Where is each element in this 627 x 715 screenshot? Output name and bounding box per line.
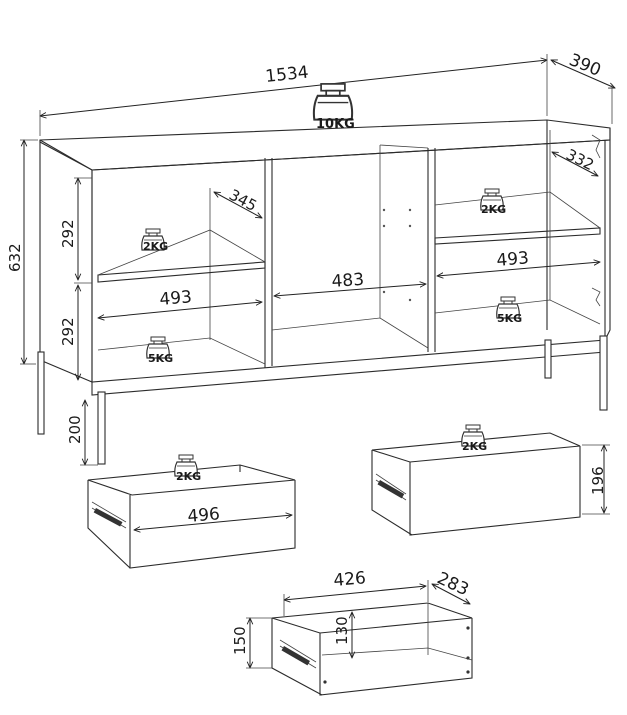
inner-middle-width-label: 483 (331, 270, 365, 292)
drawer-box (271, 602, 473, 696)
width-label: 1534 (264, 63, 309, 87)
drawer-right (371, 432, 581, 536)
weight-shelf-left-label: 2KG (143, 240, 168, 253)
drawer-right-height-label: 196 (589, 466, 607, 495)
leg-height-label: 200 (66, 415, 84, 444)
compartment-upper-label: 292 (59, 219, 77, 248)
drawer-small-inner-height-label: 130 (333, 616, 351, 645)
drawer-left-width-label: 496 (187, 504, 221, 527)
weight-shelf-right-label: 2KG (481, 203, 506, 216)
side-depth-left-label: 345 (226, 186, 260, 215)
weight-drawer-left-label: 2KG (176, 470, 201, 483)
weight-bottom-left-label: 5KG (148, 352, 173, 365)
dimension-lines (20, 54, 615, 465)
drawer-small-width-label: 426 (333, 568, 367, 591)
depth-label: 390 (566, 50, 604, 81)
height-label: 632 (6, 243, 24, 272)
compartment-lower-label: 292 (59, 317, 77, 346)
weight-drawer-right-label: 2KG (462, 440, 487, 453)
inner-right-width-label: 493 (496, 248, 530, 271)
drawer-small-height-label: 150 (231, 626, 249, 655)
inner-left-width-label: 493 (159, 287, 193, 310)
side-depth-right-label: 332 (563, 145, 597, 174)
weight-bottom-right-label: 5KG (497, 312, 522, 325)
weight-top-label: 10KG (316, 117, 355, 132)
weight-top (312, 82, 354, 121)
